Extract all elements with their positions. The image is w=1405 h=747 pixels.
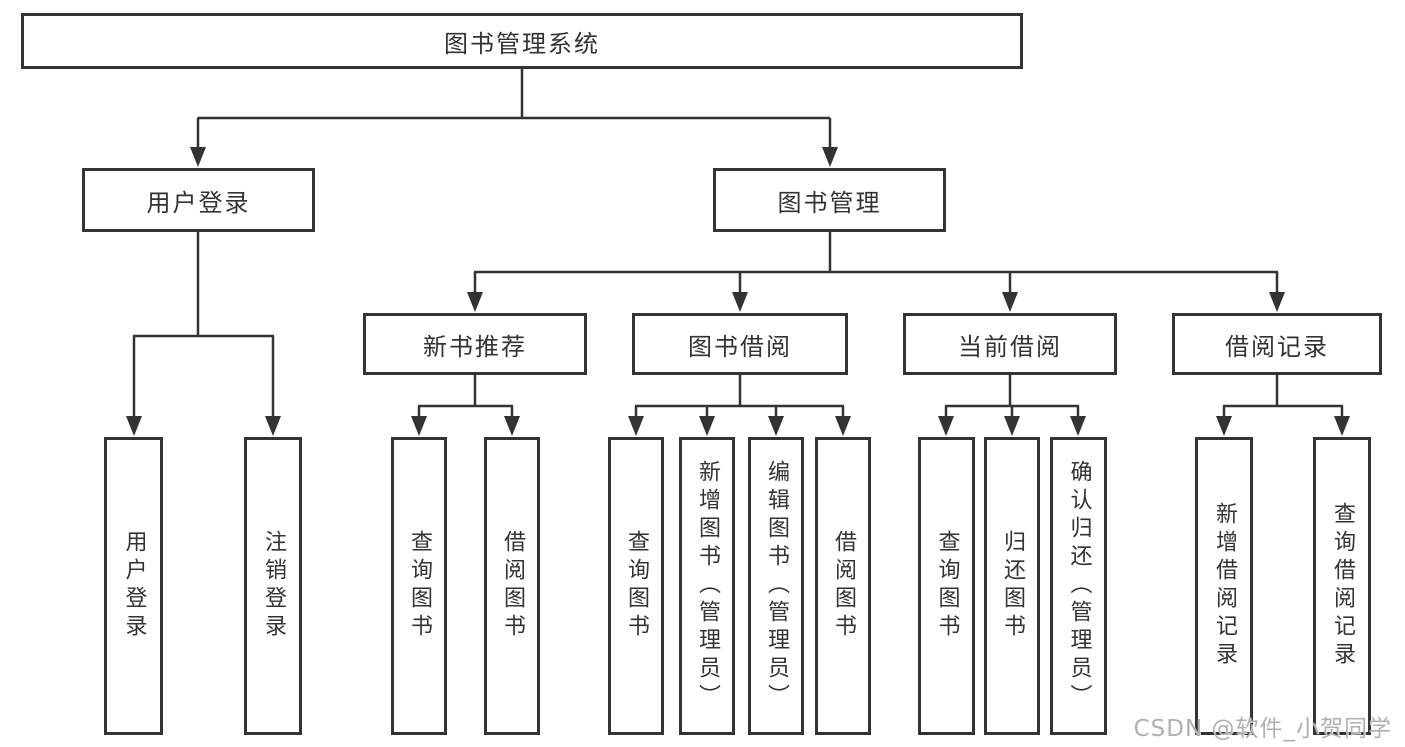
node-book-borrowing: 图书借阅	[632, 313, 848, 375]
leaf-current-return-books-label: 归还图书	[1000, 530, 1025, 642]
leaf-newbook-borrow-books: 借阅图书	[484, 437, 540, 735]
leaf-current-confirm-return-admin-label: 确认归还（管理员）	[1066, 460, 1092, 712]
leaf-records-add-record-label: 新增借阅记录	[1212, 502, 1237, 670]
leaf-records-query-record-label: 查询借阅记录	[1330, 502, 1355, 670]
node-user-login-label: 用户登录	[146, 188, 251, 217]
arrow-down-icon	[1004, 416, 1020, 436]
node-user-login: 用户登录	[82, 168, 315, 232]
arrow-down-icon	[126, 416, 142, 436]
leaf-borrowing-add-books-admin: 新增图书（管理员）	[679, 437, 735, 735]
node-root-label: 图书管理系统	[444, 29, 600, 58]
leaf-newbook-borrow-books-label: 借阅图书	[500, 530, 525, 642]
arrow-down-icon	[1269, 292, 1285, 312]
leaf-borrowing-edit-books-admin-label: 编辑图书（管理员）	[764, 460, 789, 712]
arrow-down-icon	[1334, 416, 1350, 436]
leaf-logout-label: 注销登录	[261, 530, 286, 642]
node-new-book-recommend: 新书推荐	[363, 313, 587, 375]
arrow-down-icon	[938, 416, 954, 436]
connector-newbook-children	[417, 375, 514, 417]
leaf-borrowing-borrow-books: 借阅图书	[815, 437, 871, 735]
csdn-watermark: CSDN @软件_小贺同学	[1133, 716, 1392, 742]
arrow-down-icon	[190, 147, 206, 167]
node-current-borrowing-label: 当前借阅	[958, 332, 1062, 361]
leaf-borrowing-borrow-books-label: 借阅图书	[831, 530, 856, 642]
leaf-user-login-label: 用户登录	[121, 530, 147, 642]
arrow-down-icon	[1216, 416, 1232, 436]
leaf-records-add-record: 新增借阅记录	[1195, 437, 1253, 735]
leaf-current-query-books: 查询图书	[918, 437, 975, 735]
node-new-book-recommend-label: 新书推荐	[423, 332, 527, 361]
connector-book-management-children	[473, 232, 1279, 293]
arrow-down-icon	[467, 292, 483, 312]
node-book-management-label: 图书管理	[777, 188, 882, 217]
leaf-newbook-query-books: 查询图书	[391, 437, 447, 735]
node-book-management: 图书管理	[713, 168, 946, 232]
arrow-down-icon	[1070, 416, 1086, 436]
connector-user-login-children	[132, 232, 275, 417]
leaf-user-login: 用户登录	[104, 437, 163, 735]
arrow-down-icon	[699, 416, 715, 436]
leaf-current-return-books: 归还图书	[984, 437, 1040, 735]
leaf-logout: 注销登录	[244, 437, 302, 735]
leaf-borrowing-edit-books-admin: 编辑图书（管理员）	[748, 437, 804, 735]
leaf-newbook-query-books-label: 查询图书	[407, 530, 432, 642]
leaf-current-query-books-label: 查询图书	[934, 530, 960, 642]
leaf-borrowing-query-books: 查询图书	[608, 437, 664, 735]
leaf-current-confirm-return-admin: 确认归还（管理员）	[1050, 437, 1107, 735]
leaf-records-query-record: 查询借阅记录	[1313, 437, 1371, 735]
arrow-down-icon	[822, 147, 838, 167]
leaf-borrowing-add-books-admin-label: 新增图书（管理员）	[695, 460, 720, 712]
arrow-down-icon	[411, 416, 427, 436]
leaf-borrowing-query-books-label: 查询图书	[624, 530, 649, 642]
arrow-down-icon	[768, 416, 784, 436]
arrow-down-icon	[732, 292, 748, 312]
arrow-down-icon	[1002, 292, 1018, 312]
node-book-borrowing-label: 图书借阅	[688, 332, 792, 361]
node-current-borrowing: 当前借阅	[903, 313, 1117, 375]
connector-currentborrow-children	[944, 375, 1080, 417]
node-borrow-records-label: 借阅记录	[1225, 332, 1329, 361]
connector-bookborrow-children	[634, 375, 845, 417]
node-borrow-records: 借阅记录	[1172, 313, 1382, 375]
connector-records-children	[1222, 375, 1344, 417]
arrow-down-icon	[504, 416, 520, 436]
arrow-down-icon	[628, 416, 644, 436]
node-root: 图书管理系统	[21, 13, 1023, 69]
arrow-down-icon	[265, 416, 281, 436]
arrow-down-icon	[835, 416, 851, 436]
connector-root-to-level2	[196, 69, 832, 148]
